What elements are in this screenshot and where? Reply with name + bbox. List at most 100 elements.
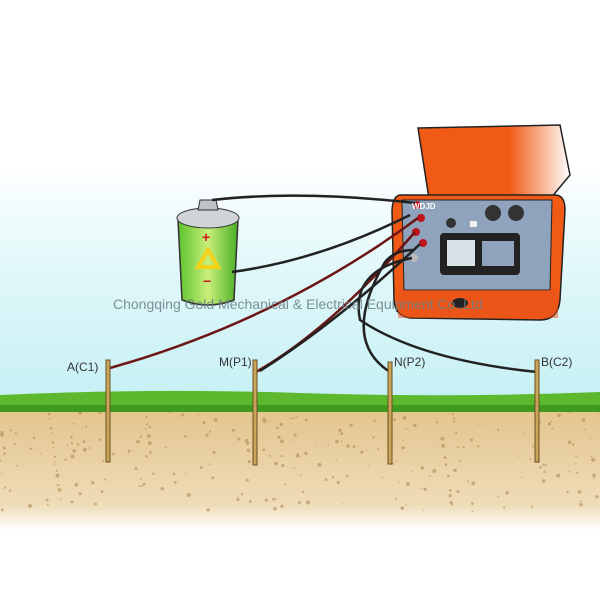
soil-speckle	[372, 436, 375, 439]
cables	[109, 194, 538, 374]
soil-speckle	[281, 464, 285, 468]
soil-speckle	[296, 454, 300, 458]
soil-speckle	[46, 503, 49, 506]
soil-speckle	[590, 455, 593, 458]
soil-speckle	[56, 484, 59, 487]
soil-speckle	[49, 427, 53, 430]
soil-speckle	[317, 462, 322, 467]
soil-speckle	[577, 489, 582, 494]
soil-speckle	[73, 422, 76, 425]
soil-speckle	[338, 428, 342, 433]
soil-speckle	[566, 491, 569, 494]
soil-speckle	[70, 500, 74, 504]
soil-speckle	[185, 472, 187, 475]
soil-speckle	[149, 450, 152, 454]
soil-speckle	[448, 493, 452, 498]
soil-speckle	[284, 483, 287, 486]
soil-speckle	[422, 509, 425, 511]
soil-speckle	[543, 470, 546, 474]
soil-speckle	[57, 488, 62, 492]
soil-speckle	[72, 449, 77, 453]
soil-speckle	[381, 476, 384, 479]
soil-speckle	[299, 474, 302, 477]
soil-speckle	[277, 435, 281, 439]
soil-speckle	[244, 438, 249, 443]
watermark: Chongqing Gold Mechanical & Electrical E…	[113, 296, 483, 312]
soil-speckle	[571, 443, 575, 446]
soil-speckle	[471, 502, 474, 505]
soil-speckle	[471, 510, 474, 512]
soil-speckle	[70, 436, 73, 439]
soil-speckle	[0, 432, 4, 437]
soil-speckle	[32, 436, 36, 439]
soil-speckle	[398, 481, 401, 484]
soil-speckle	[180, 413, 184, 417]
soil-speckle	[497, 428, 500, 431]
soil-speckle	[331, 476, 335, 479]
soil-speckle	[579, 500, 582, 503]
soil-speckle	[206, 507, 210, 512]
soil-speckle	[54, 460, 57, 463]
soil-speckle	[335, 439, 339, 444]
soil-speckle	[412, 423, 417, 428]
soil-speckle	[47, 412, 51, 416]
soil-speckle	[557, 413, 561, 418]
soil-speckle	[575, 471, 579, 474]
soil-speckle	[28, 503, 33, 508]
soil-speckle	[40, 453, 42, 455]
soil-speckle	[55, 469, 58, 473]
soil-speckle	[304, 418, 308, 422]
soil-speckle	[274, 461, 278, 466]
soil-speckle	[172, 472, 176, 476]
stake-m	[252, 359, 258, 466]
soil-speckle	[160, 486, 165, 491]
soil-speckle	[453, 417, 456, 420]
soil-speckle	[142, 482, 146, 486]
soil-speckle	[146, 423, 149, 426]
soil-speckle	[145, 455, 148, 458]
soil-speckle	[545, 464, 547, 467]
soil	[0, 405, 600, 530]
electrode-label-b: B(C2)	[541, 355, 573, 369]
soil-speckle	[505, 491, 509, 495]
soil-speckle	[346, 444, 350, 448]
soil-speckle	[53, 463, 56, 465]
soil-speckle	[246, 448, 251, 453]
soil-speckle	[469, 438, 474, 442]
soil-speckle	[517, 455, 520, 457]
soil-speckle	[184, 434, 187, 438]
soil-speckle	[70, 441, 74, 445]
soil-speckle	[140, 478, 142, 481]
soil-speckle	[236, 497, 240, 502]
soil-speckle	[435, 421, 439, 424]
soil-speckle	[327, 444, 330, 446]
soil-speckle	[405, 482, 410, 487]
soil-speckle	[420, 466, 424, 470]
soil-speckle	[429, 474, 432, 477]
soil-speckle	[127, 449, 131, 453]
soil-speckle	[444, 463, 448, 467]
electrode-label-a: A(C1)	[67, 360, 99, 374]
soil-speckle	[401, 446, 405, 450]
soil-speckle	[136, 441, 139, 444]
soil-speckle	[530, 505, 534, 508]
soil-speckle	[94, 502, 98, 506]
soil-speckle	[145, 416, 148, 419]
soil-speckle	[542, 463, 545, 467]
soil-speckle	[269, 454, 272, 457]
soil-speckle	[575, 455, 578, 458]
soil-speckle	[153, 473, 155, 475]
soil-speckle	[0, 508, 4, 512]
soil-speckle	[102, 459, 105, 463]
soil-speckle	[477, 444, 480, 448]
soil-speckle	[292, 439, 294, 441]
soil-speckle	[538, 421, 542, 424]
soil-speckle	[373, 419, 376, 422]
soil-speckle	[276, 426, 279, 429]
soil-speckle	[273, 506, 277, 511]
soil-speckle	[212, 450, 216, 454]
stake-a	[105, 359, 111, 463]
soil-speckle	[598, 412, 600, 415]
